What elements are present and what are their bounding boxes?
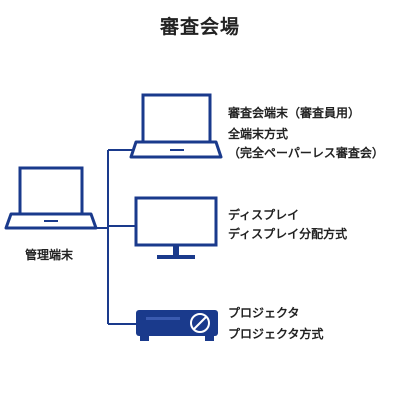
review-laptop-icon [129, 93, 223, 159]
device-label-display: ディスプレイ ディスプレイ分配方式 [228, 206, 347, 244]
connector-lines [96, 149, 136, 325]
admin-label: 管理端末 [25, 248, 74, 262]
connector-admin [96, 150, 109, 229]
device-label-display-line1: ディスプレイ [228, 208, 300, 222]
projector-icon [136, 310, 218, 341]
device-label-projector: プロジェクタ プロジェクタ方式 [228, 304, 324, 344]
device-label-projector-line1: プロジェクタ [228, 306, 300, 320]
admin-laptop-icon [4, 166, 98, 230]
monitor-icon [134, 196, 218, 259]
device-label-display-line2: ディスプレイ分配方式 [228, 227, 348, 241]
device-label-laptop-line2: 全端末方式 [228, 127, 289, 141]
device-label-laptop-line1: 審査会端末（審査員用） [228, 106, 361, 120]
device-label-projector-line2: プロジェクタ方式 [228, 327, 324, 341]
device-label-laptop-line3: （完全ペーパーレス審査会） [228, 146, 384, 160]
page-title: 審査会場 [159, 16, 240, 38]
device-label-laptop: 審査会端末（審査員用） 全端末方式 （完全ペーパーレス審査会） [228, 104, 384, 163]
